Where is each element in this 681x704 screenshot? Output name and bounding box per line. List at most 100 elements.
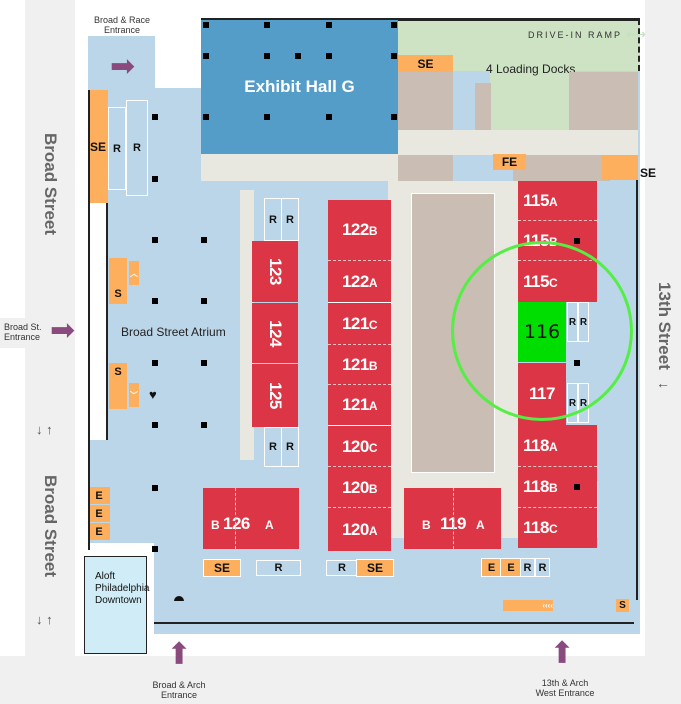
room-119-divider: [453, 488, 454, 549]
room-119-b: B: [422, 518, 431, 532]
exhibit-hall-g-label: Exhibit Hall G: [244, 76, 355, 96]
room-123[interactable]: 123: [252, 241, 298, 302]
room-119[interactable]: B 119 A: [404, 488, 501, 549]
outer-wall-bottom: [154, 622, 634, 624]
direction-arrows-top: ↓ ↑: [36, 422, 53, 437]
heart-icon: ♥: [149, 387, 157, 402]
room-121b[interactable]: 121B: [328, 344, 391, 384]
broad-arch-entrance-arrow-icon[interactable]: ➡: [162, 640, 196, 666]
outer-wall-top: [201, 18, 640, 20]
column: [152, 237, 158, 243]
column: [152, 485, 158, 491]
left-corridor: [240, 190, 254, 460]
restroom-120[interactable]: R: [326, 560, 358, 576]
restroom-126[interactable]: R: [256, 560, 301, 576]
room-120c[interactable]: 120C: [328, 425, 391, 467]
room-120b[interactable]: 120B: [328, 466, 391, 508]
room-120a[interactable]: 120A: [328, 507, 391, 551]
aloft-line-3: Downtown: [95, 595, 142, 606]
column: [391, 114, 397, 120]
dome-icon: [174, 596, 184, 601]
restroom-125-2[interactable]: R: [281, 427, 299, 467]
restroom-123-1[interactable]: R: [264, 198, 282, 241]
service-elevator-126[interactable]: SE: [203, 559, 241, 577]
room-126[interactable]: B 126 A: [203, 488, 299, 549]
room-126-a: A: [265, 518, 274, 532]
stairs-east[interactable]: S: [616, 599, 629, 612]
escalator-down-icon[interactable]: ﹀: [129, 383, 139, 407]
broad-street-atrium-label[interactable]: Broad Street Atrium: [121, 325, 226, 339]
aloft-hotel[interactable]: Aloft Philadelphia Downtown: [84, 556, 150, 654]
restroom-east-1[interactable]: R: [520, 558, 535, 577]
freight-elevator[interactable]: FE: [493, 154, 526, 170]
column: [326, 22, 332, 28]
room-121a[interactable]: 121A: [328, 384, 391, 425]
column: [203, 114, 209, 120]
service-elevator-120[interactable]: SE: [356, 559, 394, 577]
broad-st-entrance-line1: Broad St.: [4, 322, 42, 332]
room-118c[interactable]: 118C: [518, 507, 597, 548]
column: [326, 53, 332, 59]
exhibit-hall-g[interactable]: Exhibit Hall G: [201, 19, 398, 154]
column: [201, 237, 207, 243]
thirteenth-street-label: 13th Street: [655, 282, 674, 370]
elevator-east-2[interactable]: E: [500, 558, 522, 577]
concourse-upper-left: [155, 36, 205, 96]
elevator-east-1[interactable]: E: [481, 558, 502, 577]
room-118a[interactable]: 118A: [518, 425, 597, 466]
room-119-a: A: [476, 518, 485, 532]
escalator-up-icon[interactable]: ︿: [129, 261, 139, 285]
escalator-bottom[interactable]: ‹‹‹‹: [503, 600, 553, 611]
column: [201, 422, 207, 428]
column: [391, 22, 397, 28]
room-122a[interactable]: 122A: [328, 260, 391, 302]
elevator-west-2[interactable]: E: [88, 505, 110, 522]
restroom-west-1[interactable]: R: [108, 107, 126, 190]
stairs-north[interactable]: S: [109, 258, 127, 304]
broad-street-label-top: Broad Street: [41, 133, 60, 236]
column: [203, 53, 209, 59]
broad-st-entrance-box[interactable]: Broad St. Entrance: [0, 318, 48, 348]
arch-street-band: [0, 656, 681, 704]
room-118b[interactable]: 118B: [518, 466, 597, 507]
room-126-divider: [235, 488, 236, 549]
service-area-3: [569, 72, 638, 132]
restroom-east-2[interactable]: R: [535, 558, 550, 577]
room-121c[interactable]: 121C: [328, 302, 391, 345]
service-elevator-west[interactable]: SE: [88, 90, 108, 203]
thirteenth-street-arrow-icon: ←: [656, 375, 670, 391]
room-124[interactable]: 124: [252, 303, 298, 363]
room-126-number: 126: [223, 514, 250, 533]
service-area-6: [513, 155, 610, 181]
room-122b[interactable]: 122B: [328, 200, 391, 260]
column: [203, 22, 209, 28]
thirteenth-street-band: [645, 0, 681, 704]
drive-in-ramp-label: DRIVE-IN RAMP: [528, 30, 623, 40]
broad-st-entrance-arrow-icon[interactable]: ➡: [50, 314, 76, 347]
stairs-south[interactable]: S: [109, 363, 127, 409]
broad-race-entrance-arrow-icon[interactable]: ➡: [110, 50, 136, 83]
column: [391, 53, 397, 59]
service-elevator-east-label[interactable]: SE: [640, 166, 657, 180]
column: [152, 298, 158, 304]
broad-arch-entrance-label: Broad & Arch Entrance: [152, 680, 206, 700]
column: [201, 298, 207, 304]
column: [152, 114, 158, 120]
column: [326, 114, 332, 120]
room-125[interactable]: 125: [252, 364, 298, 427]
restroom-123-2[interactable]: R: [281, 198, 299, 241]
thirteenth-arch-entrance-arrow-icon[interactable]: ➡: [545, 639, 579, 665]
loading-docks-lower: [490, 71, 570, 131]
service-elevator-top[interactable]: SE: [398, 55, 453, 72]
elevator-west-1[interactable]: E: [88, 487, 110, 504]
broad-st-entrance-line2: Entrance: [4, 332, 41, 342]
outer-wall-east: [636, 180, 638, 600]
restroom-125-1[interactable]: R: [264, 427, 282, 467]
elevator-west-3[interactable]: E: [88, 523, 110, 540]
restroom-west-2[interactable]: R: [126, 100, 148, 196]
east-stairs: [602, 155, 638, 180]
highlight-ring: [451, 241, 633, 421]
room-115a[interactable]: 115A: [518, 181, 597, 221]
broad-race-entrance-label: Broad & Race Entrance: [93, 15, 151, 35]
column: [201, 360, 207, 366]
